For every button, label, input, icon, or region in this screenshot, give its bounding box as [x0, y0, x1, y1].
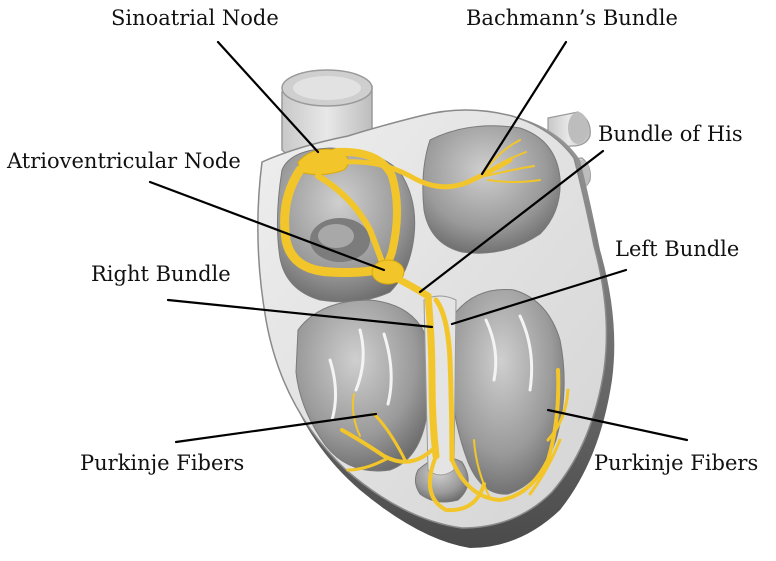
label-purkinje-fibers-right: Purkinje Fibers — [594, 453, 758, 474]
label-sinoatrial-node: Sinoatrial Node — [111, 8, 279, 29]
label-bundle-of-his: Bundle of His — [598, 124, 743, 145]
left-atrium — [423, 126, 560, 253]
label-atrioventricular-node: Atrioventricular Node — [7, 151, 241, 172]
label-left-bundle: Left Bundle — [615, 239, 739, 260]
label-purkinje-fibers-left: Purkinje Fibers — [80, 453, 244, 474]
label-bachmanns-bundle: Bachmann’s Bundle — [466, 8, 678, 29]
label-right-bundle: Right Bundle — [91, 264, 231, 285]
